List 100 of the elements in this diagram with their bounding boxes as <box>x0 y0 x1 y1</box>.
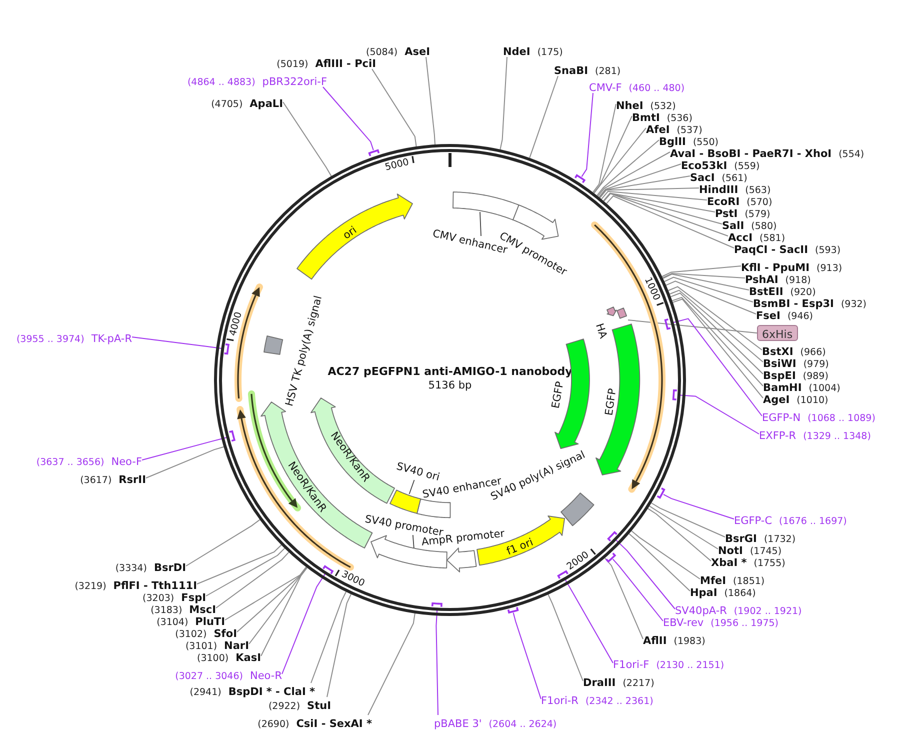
restriction-site-label: (2922) StuI <box>268 697 331 711</box>
restriction-site-label: PaqCI - SacII (593) <box>734 241 841 255</box>
position-number: 4000 <box>227 310 244 337</box>
primer-site-mark <box>672 388 678 401</box>
restriction-site-label: MfeI (1851) <box>700 572 765 586</box>
leader-line <box>282 571 327 674</box>
restriction-site-label: AccI (581) <box>728 229 786 243</box>
restriction-site-label: BmtI (536) <box>632 109 692 123</box>
position-number: 5000 <box>384 156 410 174</box>
restriction-site-label: (3334) BsrDI <box>115 559 186 573</box>
plasmid-name: AC27 pEGFPN1 anti-AMIGO-1 nanobody <box>328 365 572 379</box>
leader-line <box>662 266 742 277</box>
leader-line <box>628 533 690 592</box>
leader-line <box>600 188 700 198</box>
restriction-site-label: (5019) AflIII - PciI <box>276 55 376 69</box>
leader-line <box>248 567 308 644</box>
leader-line <box>666 280 756 314</box>
restriction-site-label: BstXI (966) <box>762 343 826 357</box>
leader-line <box>260 567 308 656</box>
restriction-site-label: SacI (561) <box>690 169 748 183</box>
leader-line <box>186 519 260 566</box>
primer-label: EGFP-N (1068 .. 1089) <box>762 409 876 423</box>
restriction-site-label: (3219) PflFI - Tth111I <box>74 577 197 591</box>
restriction-site-label: (3102) SfoI <box>175 625 237 639</box>
restriction-site-label: AflII (1983) <box>643 632 706 646</box>
primer-site-mark <box>574 174 586 184</box>
leader-line <box>670 292 764 374</box>
leader-line <box>599 176 690 198</box>
restriction-site-label: (3617) RsrII <box>80 471 146 485</box>
restriction-site-label: (5084) AseI <box>366 43 430 57</box>
primer-label: SV40pA-R (1902 .. 1921) <box>675 602 802 616</box>
restriction-site-label: HpaI (1864) <box>690 584 756 598</box>
leader-line <box>426 56 436 145</box>
leader-line <box>612 558 664 622</box>
leader-line <box>603 192 722 224</box>
primer-site-mark <box>368 148 380 157</box>
restriction-site-label: NotI (1745) <box>718 542 782 556</box>
primer-site-mark <box>656 487 666 500</box>
restriction-site-label: NheI (532) <box>616 97 676 111</box>
feature-label: HA <box>592 322 610 340</box>
restriction-site-label: HindIII (563) <box>699 181 771 195</box>
leader-line <box>614 538 676 610</box>
leader-line <box>631 530 700 580</box>
restriction-site-label: Eco53kI (559) <box>681 157 760 171</box>
feature-label: SV40 ori <box>395 460 441 484</box>
restriction-site-label: BsiWI (979) <box>763 355 829 369</box>
leader-line <box>196 544 282 584</box>
primer-label: CMV-F (460 .. 480) <box>589 79 685 93</box>
leader-line <box>529 76 558 158</box>
leader-line <box>282 102 332 177</box>
feature-label: HSV TK poly(A) signal <box>284 294 324 408</box>
restriction-site-label: AfeI (537) <box>646 121 702 135</box>
leader-line <box>647 508 712 562</box>
primer-site-mark <box>605 552 617 563</box>
leader-line <box>603 192 716 212</box>
restriction-site-label: DraIII (2217) <box>583 674 654 688</box>
primer-site-mark <box>228 430 236 442</box>
restriction-site-label: (3203) FspI <box>142 589 206 603</box>
leader-line <box>664 276 754 302</box>
restriction-site-label: BsmBI - Esp3I (932) <box>753 295 866 309</box>
leader-line <box>596 140 660 196</box>
primer-label: EXFP-R (1329 .. 1348) <box>759 427 871 441</box>
primer-site-mark <box>664 318 672 330</box>
feature-label: ori <box>340 224 360 242</box>
leader-line <box>368 612 416 716</box>
restriction-site-label: AgeI (1010) <box>763 391 828 405</box>
leader-line <box>628 320 758 334</box>
position-number: 3000 <box>340 569 367 590</box>
primer-label: (3637 .. 3656) Neo-F <box>36 453 142 467</box>
restriction-site-label: KflI - PpuMI (913) <box>741 259 842 273</box>
primer-site-mark <box>506 606 519 614</box>
leader-line <box>598 164 682 198</box>
leader-line <box>224 566 307 620</box>
restriction-site-label: (2941) BspDI * - ClaI * <box>190 683 315 697</box>
leader-line <box>592 104 616 193</box>
feature-label: f1 ori <box>505 536 535 558</box>
restriction-site-label: (3104) PluTI <box>156 613 225 627</box>
leader-line <box>548 594 584 682</box>
primer-label: pBABE 3' (2604 .. 2624) <box>434 715 557 729</box>
plasmid-length: 5136 bp <box>428 379 472 393</box>
leader-line <box>236 566 308 632</box>
leader-line <box>500 56 508 150</box>
leader-line <box>649 506 718 550</box>
restriction-site-label: (3101) NarI <box>185 637 249 651</box>
leader-line <box>604 558 644 640</box>
restriction-site-label: FseI (946) <box>756 307 813 321</box>
leader-line <box>594 128 646 194</box>
restriction-site-label: SnaBI (281) <box>554 62 621 76</box>
leader-line <box>326 594 352 698</box>
primer-label: EGFP-C (1676 .. 1697) <box>734 512 847 526</box>
leader-line <box>601 190 708 200</box>
feature-label: EGFP <box>550 380 566 410</box>
leader-line <box>593 116 632 194</box>
restriction-site-label: PstI (579) <box>715 205 770 219</box>
primer-site-mark <box>431 602 444 608</box>
feature-label: EGFP <box>603 388 619 416</box>
feature-tag-label: 6xHis <box>757 325 798 341</box>
primer-label: (3027 .. 3046) Neo-R <box>175 667 282 681</box>
primer-label: F1ori-F (2130 .. 2151) <box>613 656 724 670</box>
leader-line <box>146 446 224 478</box>
